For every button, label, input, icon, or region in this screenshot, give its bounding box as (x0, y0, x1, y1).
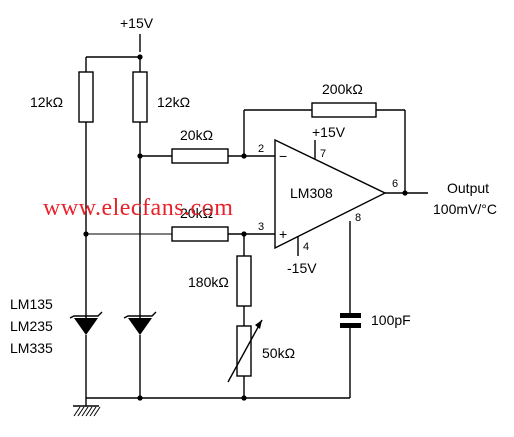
pin-8-label: 8 (355, 212, 361, 224)
pot-arrow-head (255, 320, 262, 329)
zener-left-bar (69, 311, 103, 319)
pin-2-label: 2 (258, 143, 264, 155)
resistor-20k-inv-label: 20kΩ (180, 127, 213, 143)
junction-gnd-1 (137, 395, 143, 401)
opamp-triangle (274, 138, 387, 250)
resistor-20k-inv (171, 148, 229, 164)
resistor-12k-left (78, 71, 94, 123)
opamp-plus-sign: + (279, 226, 287, 242)
opamp-vminus-label: -15V (287, 260, 317, 276)
resistor-12k-right (132, 71, 148, 123)
junction-output (402, 190, 408, 196)
capacitor-plate-top (340, 313, 361, 318)
resistor-20k-noninv (171, 226, 229, 242)
potentiometer-label: 50kΩ (262, 345, 295, 361)
potentiometer-50k (236, 325, 252, 377)
junction-gnd-2 (241, 395, 247, 401)
zener-right-symbol (128, 318, 152, 335)
zener-left-symbol (74, 318, 98, 335)
opamp-minus-sign: − (279, 148, 287, 164)
sensor-label-3: LM335 (10, 340, 53, 356)
resistor-12k-left-label: 12kΩ (30, 94, 63, 110)
zener-right-bar (123, 311, 157, 319)
resistor-180k-label: 180kΩ (188, 274, 229, 290)
pin-3-label: 3 (258, 221, 264, 233)
supply-label: +15V (120, 15, 154, 31)
resistor-12k-right-label: 12kΩ (157, 94, 190, 110)
resistor-200k-label: 200kΩ (322, 81, 363, 97)
sensor-label-2: LM235 (10, 318, 53, 334)
resistor-200k-feedback (311, 102, 377, 118)
opamp-name: LM308 (290, 185, 333, 201)
sensor-label-1: LM135 (10, 296, 53, 312)
capacitor-plate-bottom (340, 323, 361, 328)
pin-4-label: 4 (303, 241, 309, 253)
pin-6-label: 6 (392, 178, 398, 190)
watermark-text: www.elecfans.com (43, 195, 233, 221)
ground-hatch-icon (73, 406, 101, 417)
resistor-20k-noninv-label: 20kΩ (180, 205, 213, 221)
output-scale-label: 100mV/°C (433, 201, 497, 217)
opamp-vplus-label: +15V (312, 124, 346, 140)
resistor-180k (236, 255, 252, 307)
pot-arrow-line (227, 319, 263, 383)
pin-7-label: 7 (320, 148, 326, 160)
capacitor-label: 100pF (371, 312, 411, 328)
output-label: Output (447, 180, 489, 196)
